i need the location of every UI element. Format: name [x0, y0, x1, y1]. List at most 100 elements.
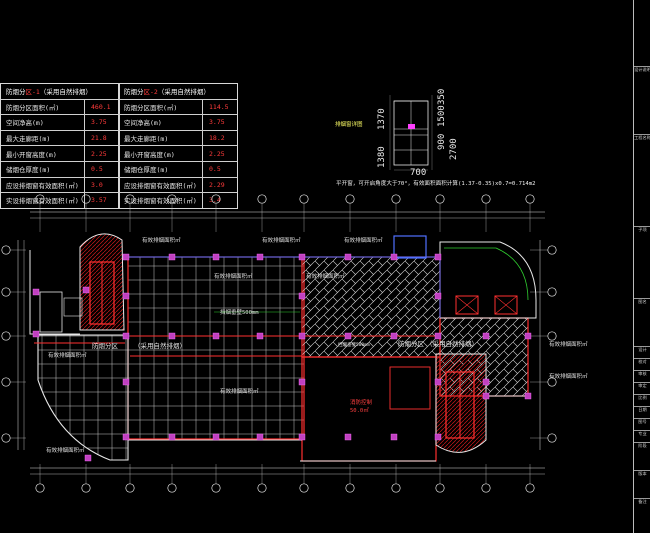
column-marker: [344, 433, 352, 441]
table-row: 最大走廊距(m) 21.8: [1, 130, 119, 147]
grid-bubble: [211, 194, 221, 204]
column-marker: [482, 392, 490, 400]
table-row: 最小开窗高度(m)2.25: [119, 146, 237, 162]
title-block-cell: 图号: [634, 418, 650, 431]
row-value: 3.57: [91, 196, 107, 205]
plan-label: 有效排烟面积㎡: [46, 448, 85, 454]
grid-bubble: [547, 245, 557, 255]
column-marker: [298, 292, 306, 300]
dim-900: 900: [437, 134, 447, 150]
row-value: 460.1: [91, 102, 111, 111]
grid-bubble: [481, 483, 491, 493]
row-value: 3.75: [91, 118, 107, 127]
column-marker: [482, 332, 490, 340]
title-block-cell: 比例: [634, 394, 650, 407]
table-row: 储烟仓厚度(m)0.5: [1, 161, 119, 178]
grid-bubble: [35, 194, 45, 204]
table-row: 空间净高(m)3.75: [119, 115, 237, 131]
column-marker: [256, 253, 264, 261]
row-value: 21.8: [91, 134, 107, 143]
column-marker: [32, 288, 40, 296]
column-marker: [482, 378, 490, 386]
column-marker: [344, 332, 352, 340]
plan-label: 有效排烟面积㎡: [262, 238, 301, 244]
row-value: 18.2: [209, 134, 225, 143]
title-block: 设计说明 工程名称 子项 图名 设计 校对 审核 审定 比例 日期 图号 专业 …: [633, 0, 650, 533]
column-marker: [256, 433, 264, 441]
grid-bubble: [435, 483, 445, 493]
grid-bubble: [257, 483, 267, 493]
column-marker: [212, 253, 220, 261]
row-label: 最大走廊距(m): [1, 130, 85, 146]
title-block-cell: 专业: [634, 430, 650, 443]
plan-label: 挡烟垂壁500mm: [338, 343, 370, 348]
column-marker: [390, 332, 398, 340]
dim-2700: 2700: [449, 138, 459, 160]
column-marker: [390, 433, 398, 441]
plan-label: 有效排烟面积㎡: [214, 274, 253, 280]
grid-axis-bottom: [30, 464, 545, 493]
row-label: 实设排烟窗有效面积(㎡): [1, 193, 85, 208]
column-marker: [168, 433, 176, 441]
row-label: 空间净高(m): [1, 115, 85, 130]
grid-bubble: [1, 377, 11, 387]
grid-bubble: [481, 194, 491, 204]
table-row: 最大走廊距(m)18.2: [119, 130, 237, 147]
column-marker: [84, 454, 92, 462]
plan-label: （采用自然排烟）: [426, 340, 478, 348]
table-row: 应设排烟窗有效面积(㎡)2.29: [119, 177, 237, 194]
grid-bubble: [525, 194, 535, 204]
row-label: 空间净高(m): [119, 115, 203, 130]
column-marker: [168, 332, 176, 340]
column-marker: [212, 332, 220, 340]
row-label: 应设排烟窗有效面积(㎡): [119, 177, 203, 193]
header-suffix: （采用自然排烟）: [39, 88, 92, 97]
title-block-cell: 子项: [634, 226, 650, 257]
header-suffix: （采用自然排烟）: [157, 88, 210, 97]
grid-bubble: [1, 433, 11, 443]
column-marker: [168, 253, 176, 261]
plan-label: 50.0㎡: [350, 408, 369, 414]
column-marker: [524, 332, 532, 340]
row-label: 应设排烟窗有效面积(㎡): [1, 177, 85, 193]
column-marker: [122, 433, 130, 441]
title-block-cell: 审定: [634, 382, 650, 395]
title-block-cell: 审核: [634, 370, 650, 383]
column-marker: [298, 378, 306, 386]
title-block-cell: 阶段: [634, 442, 650, 455]
plan-label: 防烟分区: [92, 342, 118, 350]
grid-bubble: [547, 433, 557, 443]
column-marker: [122, 292, 130, 300]
column-marker: [344, 253, 352, 261]
plan-label: 有效排烟面积㎡: [306, 274, 345, 280]
column-marker: [390, 253, 398, 261]
title-block-cell: 备注: [634, 498, 650, 513]
plan-label: 消防控制: [350, 400, 373, 406]
table-row: 应设排烟窗有效面积(㎡) 3.0: [1, 177, 119, 194]
structural-columns: [32, 253, 532, 462]
column-marker: [82, 286, 90, 294]
row-label: 最小开窗高度(m): [1, 146, 85, 161]
row-value: 0.5: [91, 165, 103, 174]
column-marker: [298, 433, 306, 441]
grid-bubble: [1, 331, 11, 341]
grid-bubble: [1, 287, 11, 297]
table-row: 储烟仓厚度(m)0.5: [119, 161, 237, 178]
grid-bubble: [547, 331, 557, 341]
row-value: 3.0: [91, 180, 103, 189]
dim-1370: 1370: [377, 108, 387, 130]
grid-bubble: [345, 194, 355, 204]
grid-bubble: [299, 194, 309, 204]
title-block-cell: 日期: [634, 406, 650, 419]
column-marker: [122, 378, 130, 386]
dim-700: 700: [410, 168, 426, 178]
grid-bubble: [525, 483, 535, 493]
grid-bubble: [35, 483, 45, 493]
row-value: 2.25: [91, 149, 107, 158]
dim-350: 350: [437, 89, 447, 105]
smoke-zone-table-2: 防烟分区-2（采用自然排烟） 防烟分区面积(㎡)114.5 空间净高(m)3.7…: [118, 83, 238, 209]
table-row: 防烟分区面积(㎡)114.5: [119, 99, 237, 116]
grid-bubble: [81, 194, 91, 204]
